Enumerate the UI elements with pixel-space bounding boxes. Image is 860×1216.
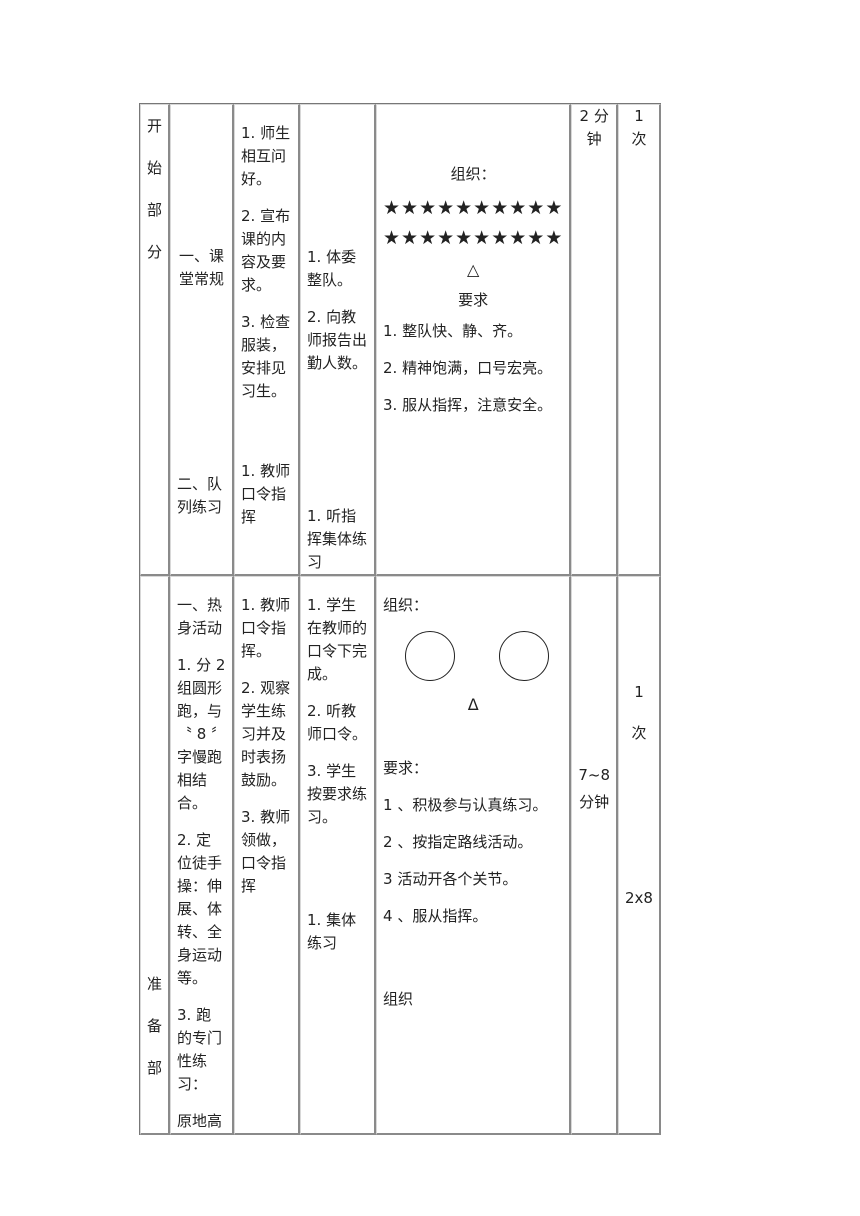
teacher-cell: 1. 师生相互问好。 2. 宣布课的内容及要求。 3. 检查服装，安排见习生。 … xyxy=(234,104,301,576)
teacher-item: 3. 教师领做，口令指挥 xyxy=(241,808,291,895)
req-item: 4 、服从指挥。 xyxy=(383,907,488,925)
student-item: 2. 向教师报告出勤人数。 xyxy=(307,308,368,372)
student-item: 3. 学生按要求练习。 xyxy=(307,762,368,826)
org-title: 组织： xyxy=(450,165,496,183)
content-item: 一、课堂常规 xyxy=(179,247,225,288)
content-item: 1. 分 2 组圆形跑，与〝 8 〞字慢跑相结合。 xyxy=(177,656,226,812)
teacher-item: 2. 宣布课的内容及要求。 xyxy=(241,207,291,294)
section-char: 准 xyxy=(147,975,163,993)
times-value: 1 次 xyxy=(631,107,647,148)
student-formation-row: ★★★★★★★★★★ xyxy=(383,197,564,219)
req-item: 2. 精神饱满，口号宏亮。 xyxy=(383,359,553,377)
req-item: 3 活动开各个关节。 xyxy=(383,870,518,888)
org-title-2: 组织 xyxy=(383,990,414,1008)
times-value-2: 2x8 xyxy=(625,889,653,907)
organization-cell: 组织： ★★★★★★★★★★ ★★★★★★★★★★ △ 要求 1. 整队快、静、… xyxy=(376,104,572,576)
table-row: 开 始 部 分 一、课堂常规 二、队列练习 1. 师生相互问好。 2. 宣布课的… xyxy=(140,104,661,576)
req-item: 1. 整队快、静、齐。 xyxy=(383,322,523,340)
table-row: 准 备 部 一、热身活动 1. 分 2 组圆形跑，与〝 8 〞字慢跑相结合。 2… xyxy=(140,576,661,1135)
times-unit: 次 xyxy=(631,724,647,742)
times-cell: 1 次 2x8 xyxy=(618,576,661,1135)
times-value: 1 xyxy=(634,683,644,701)
content-item: 一、热身活动 xyxy=(177,596,223,637)
section-char: 备 xyxy=(147,1017,163,1035)
teacher-item: 2. 观察学生练习并及时表扬鼓励。 xyxy=(241,679,291,789)
content-item: 二、队列练习 xyxy=(177,475,223,516)
org-title: 组织： xyxy=(383,596,429,614)
time-unit: 分钟 xyxy=(579,793,610,811)
section-char: 部 xyxy=(147,1059,163,1077)
req-title: 要求 xyxy=(458,291,489,309)
req-item: 2 、按指定路线活动。 xyxy=(383,833,533,851)
time-value: 2 分钟 xyxy=(579,107,609,148)
content-cell: 一、热身活动 1. 分 2 组圆形跑，与〝 8 〞字慢跑相结合。 2. 定位徒手… xyxy=(170,576,235,1135)
section-char: 分 xyxy=(147,243,163,261)
student-formation-row: ★★★★★★★★★★ xyxy=(383,227,564,249)
times-cell: 1 次 xyxy=(618,104,661,576)
student-item: 1. 体委整队。 xyxy=(307,248,357,289)
teacher-triangle-icon: Δ xyxy=(467,695,479,714)
circle-icon xyxy=(499,631,550,681)
content-cell: 一、课堂常规 二、队列练习 xyxy=(170,104,235,576)
req-title: 要求： xyxy=(383,759,429,777)
teacher-item: 1. 教师口令指挥 xyxy=(241,462,291,526)
student-cell: 1. 体委整队。 2. 向教师报告出勤人数。 1. 听指挥集体练习 xyxy=(300,104,377,576)
lesson-plan-table: 开 始 部 分 一、课堂常规 二、队列练习 1. 师生相互问好。 2. 宣布课的… xyxy=(139,103,661,1135)
time-cell: 2 分钟 xyxy=(571,104,619,576)
student-cell: 1. 学生在教师的口令下完成。 2. 听教师口令。 3. 学生按要求练习。 1.… xyxy=(300,576,377,1135)
time-cell: 7~8 分钟 xyxy=(571,576,619,1135)
circle-icon xyxy=(405,631,456,681)
req-item: 1 、积极参与认真练习。 xyxy=(383,796,548,814)
req-item: 3. 服从指挥，注意安全。 xyxy=(383,396,553,414)
section-cell: 开 始 部 分 xyxy=(140,104,171,576)
teacher-cell: 1. 教师口令指挥。 2. 观察学生练习并及时表扬鼓励。 3. 教师领做，口令指… xyxy=(234,576,301,1135)
teacher-item: 3. 检查服装，安排见习生。 xyxy=(241,313,291,400)
content-item: 3. 跑的专门性练习： xyxy=(177,1006,223,1093)
content-item: 原地高 xyxy=(177,1112,223,1130)
content-item: 2. 定位徒手操：伸展、体转、全身运动等。 xyxy=(177,831,223,987)
section-char: 开 xyxy=(147,117,163,135)
organization-cell: 组织： Δ 要求： 1 、积极参与认真练习。 2 、按指定路线活动。 3 活动开… xyxy=(376,576,572,1135)
time-value: 7~8 xyxy=(578,766,611,784)
section-char: 始 xyxy=(147,159,163,177)
teacher-item: 1. 教师口令指挥。 xyxy=(241,596,291,660)
teacher-triangle-icon: △ xyxy=(467,260,480,279)
section-cell: 准 备 部 xyxy=(140,576,171,1135)
running-circles xyxy=(383,631,563,711)
student-item: 1. 听指挥集体练习 xyxy=(307,507,368,571)
section-char: 部 xyxy=(147,201,163,219)
student-item: 1. 集体练习 xyxy=(307,911,357,952)
student-item: 2. 听教师口令。 xyxy=(307,702,368,743)
student-item: 1. 学生在教师的口令下完成。 xyxy=(307,596,368,683)
teacher-item: 1. 师生相互问好。 xyxy=(241,124,291,188)
